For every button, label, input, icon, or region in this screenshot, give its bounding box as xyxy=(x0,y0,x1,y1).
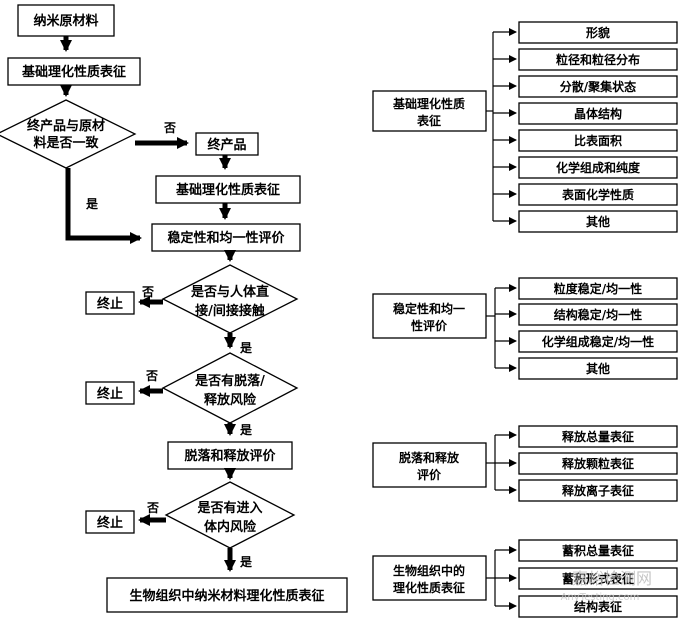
group-basic-item-7: 表面化学性质 xyxy=(561,187,634,202)
label-yes-3: 是 xyxy=(239,423,253,437)
decision-internal-line1: 是否有进入 xyxy=(196,500,262,516)
label-yes-4: 是 xyxy=(239,555,253,569)
group-release-item-1: 释放总量表征 xyxy=(562,429,634,444)
node-basic-char: 基础理化性质表征 xyxy=(7,57,141,86)
group-basic-item-1: 形貌 xyxy=(586,25,610,40)
group-release: 脱落和释放 评价 释放总量表征 释放颗粒表征 释放离子表征 xyxy=(372,425,678,502)
group-basic-char-title-1: 基础理化性质 xyxy=(392,96,465,111)
decision-consistency: 终产品与原材 料是否一致 xyxy=(0,99,137,169)
group-bio-tissue: 生物组织中的 理化性质表征 蓄积总量表征 蓄积形式表征 结构表征 xyxy=(372,539,678,618)
node-basic-char-2-label: 基础理化性质表征 xyxy=(175,182,280,198)
watermark: 嘉峪检测网 AnyTesting.com xyxy=(561,569,652,603)
group-basic-item-8: 其他 xyxy=(586,214,610,229)
group-basic-char-title-2: 表征 xyxy=(416,113,441,128)
decision-internal-line2: 体内风险 xyxy=(204,519,257,535)
group-basic-item-6: 化学组成和纯度 xyxy=(556,160,641,175)
node-stop-3-label: 终止 xyxy=(97,515,123,531)
node-basic-char-label: 基础理化性质表征 xyxy=(21,64,126,80)
label-no-4: 否 xyxy=(146,501,159,515)
node-release-eval-label: 脱落和释放评价 xyxy=(184,448,276,464)
decision-release-line2: 释放风险 xyxy=(204,392,257,408)
decision-consistency-line1: 终产品与原材 xyxy=(27,118,105,134)
group-release-item-3: 释放离子表征 xyxy=(562,483,634,498)
group-bio-title-1: 生物组织中的 xyxy=(393,563,465,578)
group-basic-char: 基础理化性质 表征 形貌 粒径和粒径分布 分散/聚集状态 晶体结构 比表面积 化… xyxy=(372,21,678,233)
decision-internal: 是否有进入 体内风险 xyxy=(164,481,296,549)
decision-consistency-line2: 料是否一致 xyxy=(33,135,99,151)
node-stop-2-label: 终止 xyxy=(97,386,123,402)
label-yes-2: 是 xyxy=(239,341,253,355)
label-no-1: 否 xyxy=(163,121,176,135)
label-no-2: 否 xyxy=(141,285,154,299)
node-stop-1-label: 终止 xyxy=(97,296,123,312)
node-stop-2: 终止 xyxy=(85,381,135,405)
group-stability: 稳定性和均一 性评价 粒度稳定/均一性 结构稳定/均一性 化学组成稳定/均一性 … xyxy=(372,277,678,380)
arrow-decision1-yes xyxy=(65,168,142,244)
group-stability-title-1: 稳定性和均一 xyxy=(393,301,465,316)
group-stability-item-4: 其他 xyxy=(586,361,610,376)
group-basic-item-5: 比表面积 xyxy=(574,133,622,148)
group-stability-item-2: 结构稳定/均一性 xyxy=(554,307,642,322)
label-no-3: 否 xyxy=(145,369,158,383)
decision-release: 是否有脱落/ 释放风险 xyxy=(161,352,299,424)
group-stability-title-2: 性评价 xyxy=(410,318,448,333)
group-stability-item-3: 化学组成稳定/均一性 xyxy=(542,334,654,349)
decision-contact-line2: 接/间接接触 xyxy=(195,303,265,319)
group-release-title-2: 评价 xyxy=(417,468,442,482)
node-stop-3: 终止 xyxy=(85,510,135,534)
node-start: 纳米原材料 xyxy=(17,4,115,37)
label-yes-1: 是 xyxy=(85,197,99,211)
node-final-product-label: 终产品 xyxy=(207,137,246,153)
node-stability-label: 稳定性和均一性评价 xyxy=(167,230,285,246)
group-bio-item-1: 蓄积总量表征 xyxy=(562,543,634,558)
decision-contact: 是否与人体直 接/间接接触 xyxy=(161,264,299,334)
group-basic-item-3: 分散/聚集状态 xyxy=(560,79,636,94)
group-bio-item-3: 结构表征 xyxy=(574,599,622,614)
node-start-label: 纳米原材料 xyxy=(33,13,98,29)
decision-release-line1: 是否有脱落/ xyxy=(194,373,265,389)
node-final-product: 终产品 xyxy=(195,132,259,156)
node-release-eval: 脱落和释放评价 xyxy=(167,441,293,470)
node-stop-1: 终止 xyxy=(85,291,135,315)
group-bio-item-2: 蓄积形式表征 xyxy=(562,571,634,586)
group-stability-item-1: 粒度稳定/均一性 xyxy=(554,281,642,296)
node-stability: 稳定性和均一性评价 xyxy=(151,223,301,252)
node-final: 生物组织中纳米材料理化性质表征 xyxy=(106,577,348,613)
group-release-item-2: 释放颗粒表征 xyxy=(562,456,634,471)
node-final-label: 生物组织中纳米材料理化性质表征 xyxy=(129,588,324,604)
watermark-cn: 嘉峪检测网 xyxy=(572,569,652,588)
group-release-title-1: 脱落和释放 xyxy=(399,450,460,465)
group-bio-title-2: 理化性质表征 xyxy=(393,580,465,595)
group-basic-item-4: 晶体结构 xyxy=(574,106,622,121)
group-basic-item-2: 粒径和粒径分布 xyxy=(556,52,640,67)
node-basic-char-2: 基础理化性质表征 xyxy=(155,175,301,204)
watermark-en: AnyTesting.com xyxy=(561,592,640,603)
decision-contact-line1: 是否与人体直 xyxy=(190,284,269,300)
